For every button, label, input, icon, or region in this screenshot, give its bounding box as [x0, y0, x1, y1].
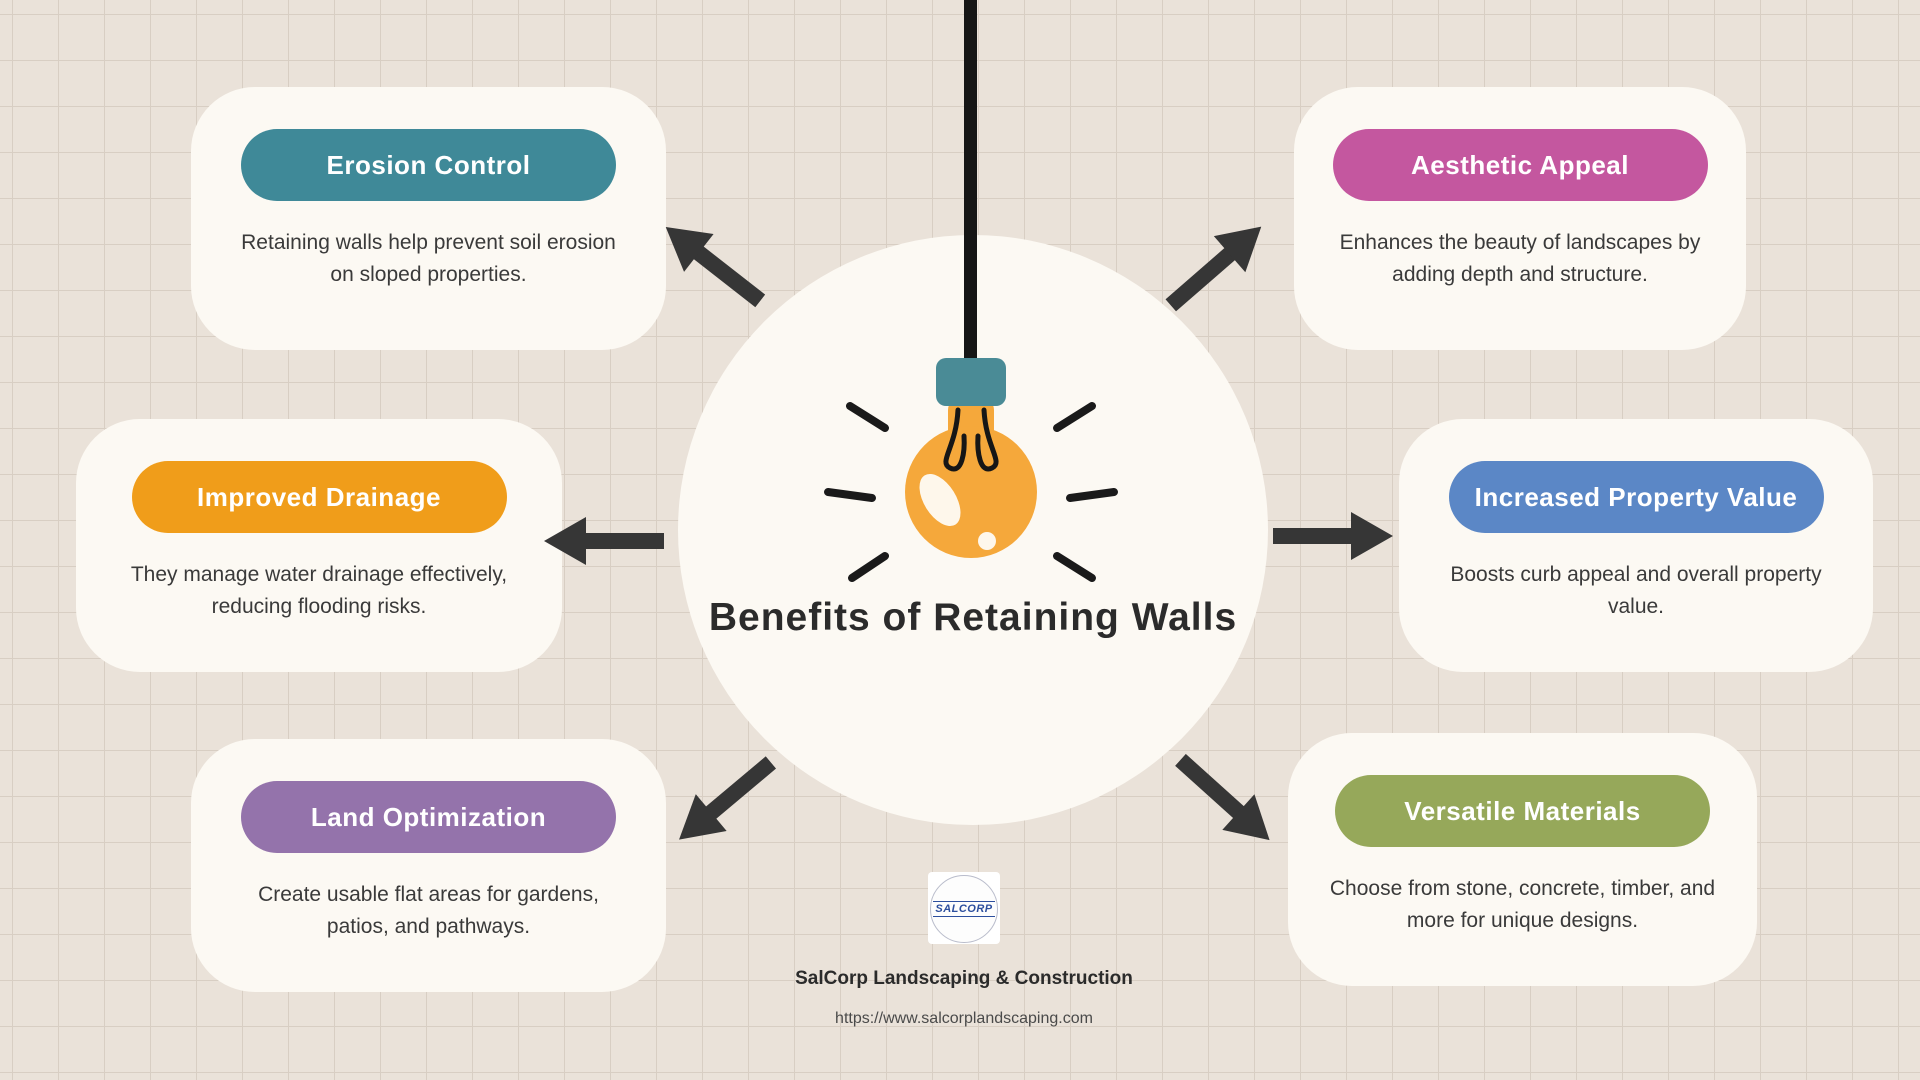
arrow-right — [1273, 512, 1393, 560]
card-title: Aesthetic Appeal — [1411, 149, 1629, 180]
arrow-bottom-left — [679, 756, 777, 840]
card-title: Improved Drainage — [196, 481, 441, 512]
lightbulb-illustration — [824, 0, 1118, 582]
company-logo: SALCORP — [928, 872, 1000, 944]
logo-circle: SALCORP — [930, 875, 998, 943]
card-title-pill: Aesthetic Appeal — [1332, 129, 1708, 201]
card-erosion-control: Erosion Control Retaining walls help pre… — [191, 87, 666, 350]
bulb-ray — [1053, 552, 1096, 582]
card-description: Retaining walls help prevent soil erosio… — [241, 231, 616, 286]
company-name: SalCorp Landscaping & Construction — [795, 968, 1133, 989]
card-title: Erosion Control — [326, 149, 531, 180]
bulb-cord — [964, 0, 977, 366]
card-description: Boosts curb appeal and overall property … — [1450, 563, 1822, 618]
card-increased-property-value: Increased Property Value Boosts curb app… — [1399, 419, 1873, 672]
card-title-pill: Land Optimization — [241, 781, 616, 853]
bulb-ray — [824, 488, 876, 502]
card-versatile-materials: Versatile Materials Choose from stone, c… — [1288, 733, 1757, 986]
bulb-ray — [846, 402, 889, 432]
bulb-ray — [848, 552, 889, 582]
footer: SALCORP SalCorp Landscaping & Constructi… — [664, 872, 1264, 1028]
card-description: Create usable flat areas for gardens, pa… — [258, 883, 599, 938]
card-title-pill: Improved Drainage — [131, 461, 507, 533]
company-url: https://www.salcorplandscaping.com — [835, 1010, 1093, 1027]
card-title-pill: Versatile Materials — [1335, 775, 1710, 847]
card-description: Choose from stone, concrete, timber, and… — [1329, 877, 1716, 932]
card-improved-drainage: Improved Drainage They manage water drai… — [76, 419, 562, 672]
card-description: They manage water drainage effectively, … — [130, 563, 508, 618]
main-title: Benefits of Retaining Walls — [708, 596, 1238, 639]
arrow-top-left — [665, 227, 766, 308]
bulb-ray — [1053, 402, 1096, 432]
card-land-optimization: Land Optimization Create usable flat are… — [191, 739, 666, 992]
card-title-pill: Erosion Control — [241, 129, 616, 201]
bulb-highlight-small — [978, 532, 996, 550]
bulb-highlight — [919, 473, 961, 527]
logo-text: SALCORP — [933, 901, 995, 917]
card-title: Versatile Materials — [1404, 795, 1641, 826]
arrow-left — [544, 517, 664, 565]
bulb-glass — [905, 426, 1037, 558]
bulb-filament — [975, 407, 999, 472]
card-description: Enhances the beauty of landscapes by add… — [1339, 231, 1701, 286]
card-title: Increased Property Value — [1474, 481, 1798, 512]
card-title: Land Optimization — [310, 801, 547, 832]
bulb-cap — [936, 358, 1006, 406]
card-aesthetic-appeal: Aesthetic Appeal Enhances the beauty of … — [1294, 87, 1746, 350]
bulb-filament — [943, 407, 967, 472]
arrow-top-right — [1165, 226, 1262, 312]
card-title-pill: Increased Property Value — [1448, 461, 1824, 533]
arrow-bottom-right — [1175, 753, 1270, 841]
bulb-ray — [1066, 488, 1118, 502]
